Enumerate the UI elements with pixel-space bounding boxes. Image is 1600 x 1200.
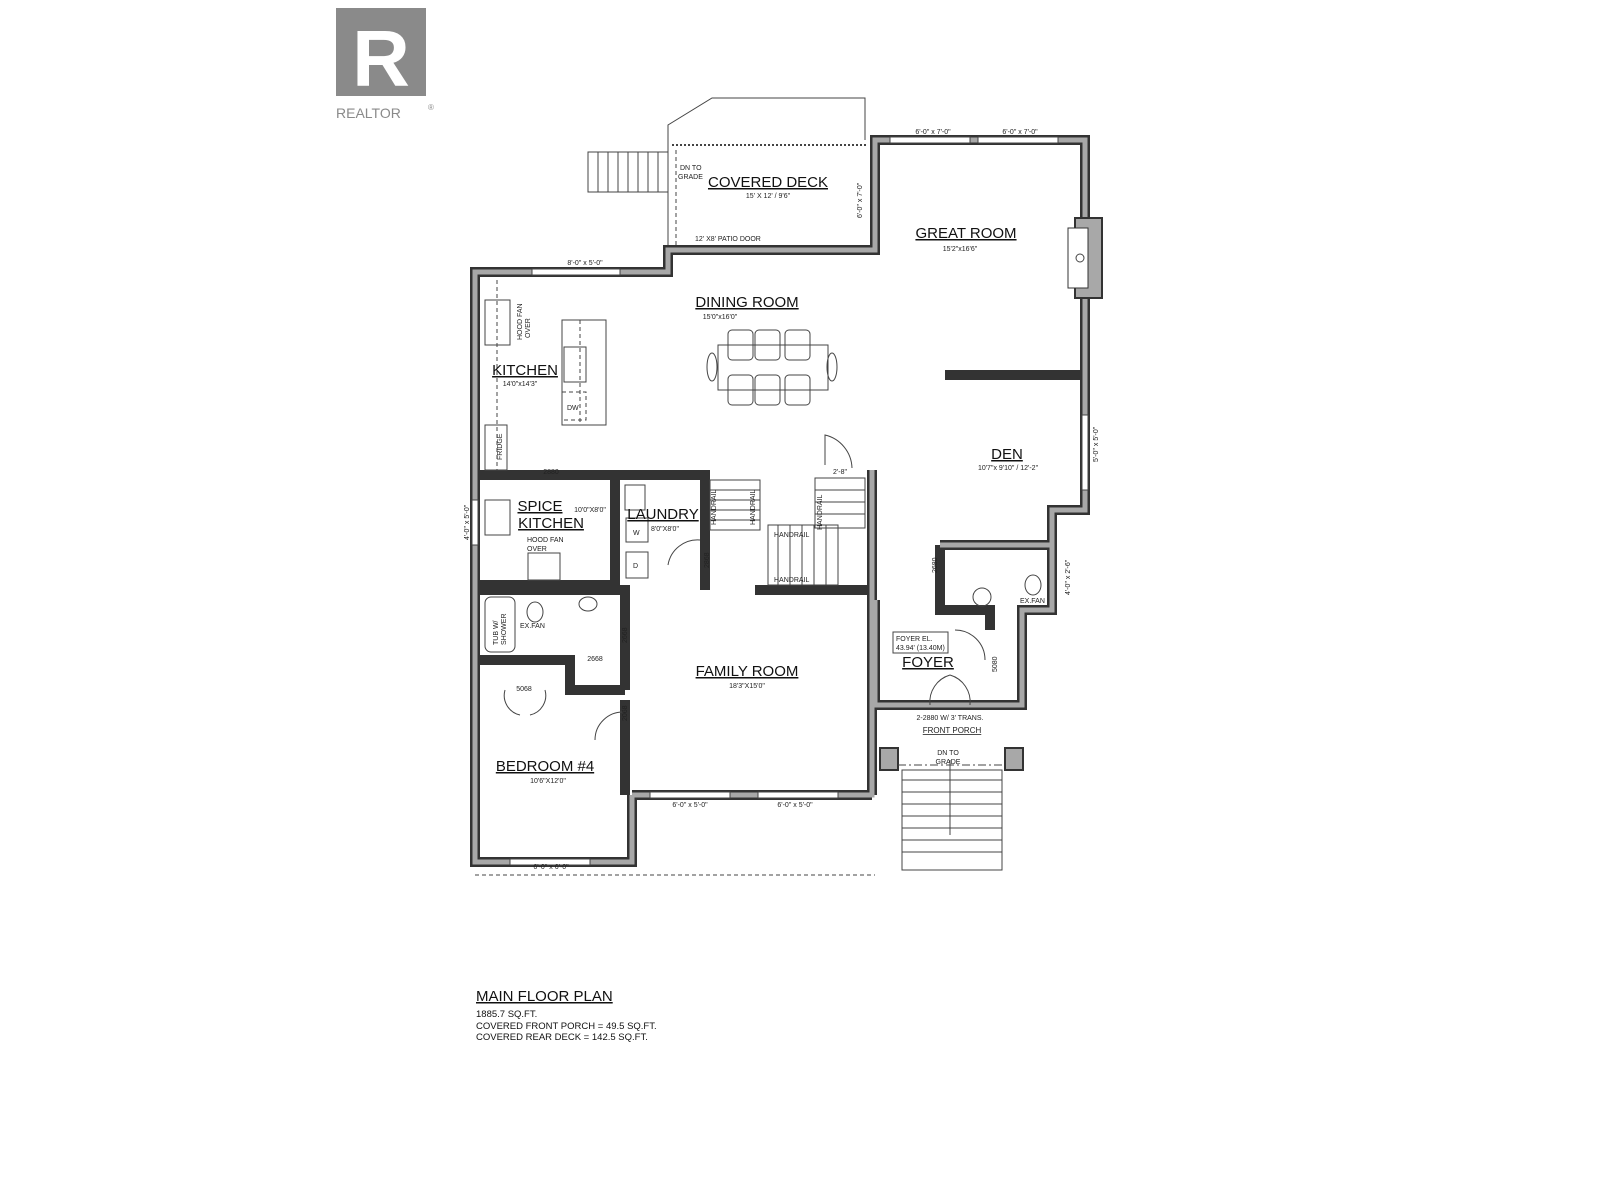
svg-text:12' X8' PATIO DOOR: 12' X8' PATIO DOOR [695, 236, 761, 243]
svg-text:OVER: OVER [527, 546, 547, 553]
svg-text:8'-0" x 5'-0": 8'-0" x 5'-0" [567, 260, 603, 267]
bath-fixtures [484, 484, 1042, 741]
svg-text:W: W [633, 530, 640, 537]
svg-text:HOOD FAN: HOOD FAN [517, 303, 524, 340]
svg-text:2868: 2868 [704, 552, 711, 568]
realtor-logo: R REALTOR ® [336, 8, 434, 121]
svg-text:HANDRAIL: HANDRAIL [817, 494, 824, 530]
svg-text:6'-0" x 5'-0": 6'-0" x 5'-0" [777, 802, 813, 809]
dishwasher [561, 391, 587, 421]
svg-text:HOOD FAN: HOOD FAN [527, 537, 564, 544]
dining-table [706, 329, 838, 406]
svg-text:4'-0" x 5'-0": 4'-0" x 5'-0" [464, 504, 471, 540]
room-kitchen: KITCHEN [492, 362, 558, 379]
svg-text:HANDRAIL: HANDRAIL [711, 489, 718, 525]
svg-text:DN TO: DN TO [680, 165, 702, 172]
svg-text:R: R [352, 14, 410, 103]
room-spice-kitchen: SPICE [517, 498, 562, 515]
svg-text:HANDRAIL: HANDRAIL [774, 577, 810, 584]
svg-text:2068: 2068 [622, 705, 629, 721]
svg-text:®: ® [428, 103, 434, 112]
svg-text:EX.FAN: EX.FAN [520, 623, 545, 630]
svg-text:EX.FAN: EX.FAN [1020, 598, 1045, 605]
svg-text:6'-0" x 7'-0": 6'-0" x 7'-0" [1002, 129, 1038, 136]
svg-text:DN TO: DN TO [937, 750, 959, 757]
sink [563, 346, 587, 383]
room-family: FAMILY ROOM [696, 663, 799, 680]
svg-text:GRADE: GRADE [678, 174, 703, 181]
room-foyer: FOYER [902, 654, 954, 671]
island [561, 319, 607, 426]
svg-text:14'0"x14'3": 14'0"x14'3" [503, 381, 538, 388]
svg-text:4'-0" x 2'-6": 4'-0" x 2'-6" [1065, 559, 1072, 595]
plan-summary: MAIN FLOOR PLAN 1885.7 SQ.FT. COVERED FR… [476, 988, 657, 1043]
svg-text:10'7"x 9'10" / 12'-2": 10'7"x 9'10" / 12'-2" [978, 465, 1039, 472]
svg-text:15'0"x16'0": 15'0"x16'0" [703, 314, 738, 321]
deck-stairs [597, 152, 659, 192]
plan-title: MAIN FLOOR PLAN [476, 988, 613, 1005]
svg-text:2'-8": 2'-8" [833, 469, 847, 476]
room-laundry: LAUNDRY [627, 506, 698, 523]
svg-text:10'6"X12'0": 10'6"X12'0" [530, 778, 566, 785]
svg-text:FRIDGE: FRIDGE [497, 433, 504, 460]
room-covered-deck: COVERED DECK [708, 174, 828, 191]
svg-text:FOYER EL.: FOYER EL. [896, 636, 933, 643]
svg-text:15'2"x16'6": 15'2"x16'6" [943, 246, 978, 253]
svg-text:5'-0" x 5'-0": 5'-0" x 5'-0" [1093, 426, 1100, 462]
svg-text:GRADE: GRADE [936, 759, 961, 766]
svg-text:5068: 5068 [516, 686, 532, 693]
svg-text:15' X 12' / 9'6": 15' X 12' / 9'6" [746, 193, 791, 200]
svg-text:OVER: OVER [525, 318, 532, 338]
svg-text:6'-0" x 7'-0": 6'-0" x 7'-0" [915, 129, 951, 136]
svg-text:2668: 2668 [622, 627, 629, 643]
svg-text:HANDRAIL: HANDRAIL [750, 489, 757, 525]
svg-text:HANDRAIL: HANDRAIL [774, 532, 810, 539]
walls [470, 135, 1103, 867]
svg-text:6'-0" x 6'-0": 6'-0" x 6'-0" [533, 864, 569, 871]
plan-area: 1885.7 SQ.FT. [476, 1009, 537, 1020]
deck-outline [587, 97, 868, 250]
room-front-porch: FRONT PORCH [923, 726, 982, 735]
room-labels: COVERED DECK 15' X 12' / 9'6" GREAT ROOM… [492, 174, 1038, 785]
svg-text:2880: 2880 [543, 469, 559, 476]
room-den: DEN [991, 446, 1023, 463]
stairs [709, 434, 866, 586]
svg-text:2680: 2680 [932, 557, 939, 573]
svg-text:8'0"X8'0": 8'0"X8'0" [651, 526, 679, 533]
rear-deck-area: COVERED REAR DECK = 142.5 SQ.FT. [476, 1032, 648, 1043]
fixture-labels: DN TO GRADE 12' X8' PATIO DOOR HOOD FAN … [493, 165, 1045, 766]
svg-text:43.94' (13.40M): 43.94' (13.40M) [896, 645, 945, 652]
svg-text:6'-0" x 7'-0": 6'-0" x 7'-0" [857, 182, 864, 218]
svg-text:2-2880 W/ 3' TRANS.: 2-2880 W/ 3' TRANS. [917, 715, 984, 722]
svg-text:2668: 2668 [587, 656, 603, 663]
windows [471, 136, 1089, 866]
svg-text:18'3"X15'0": 18'3"X15'0" [729, 683, 765, 690]
fridge [484, 424, 508, 471]
svg-text:KITCHEN: KITCHEN [518, 515, 584, 532]
svg-text:SHOWER: SHOWER [501, 614, 508, 646]
front-porch [475, 747, 1024, 876]
svg-text:TUB W/: TUB W/ [493, 620, 500, 645]
svg-text:DW: DW [567, 405, 579, 412]
svg-text:6'-0" x 5'-0": 6'-0" x 5'-0" [672, 802, 708, 809]
front-porch-area: COVERED FRONT PORCH = 49.5 SQ.FT. [476, 1021, 657, 1032]
tub [484, 596, 516, 653]
svg-text:REALTOR: REALTOR [336, 105, 401, 121]
room-great-room: GREAT ROOM [915, 225, 1016, 242]
dimension-labels: 6'-0" x 7'-0" 6'-0" x 7'-0" 6'-0" x 7'-0… [464, 129, 1100, 871]
room-bedroom-4: BEDROOM #4 [496, 758, 594, 775]
svg-text:5080: 5080 [992, 656, 999, 672]
svg-text:10'0"X8'0": 10'0"X8'0" [574, 507, 606, 514]
kitchen-fixtures [484, 280, 607, 471]
room-dining: DINING ROOM [695, 294, 798, 311]
svg-text:D: D [633, 563, 638, 570]
